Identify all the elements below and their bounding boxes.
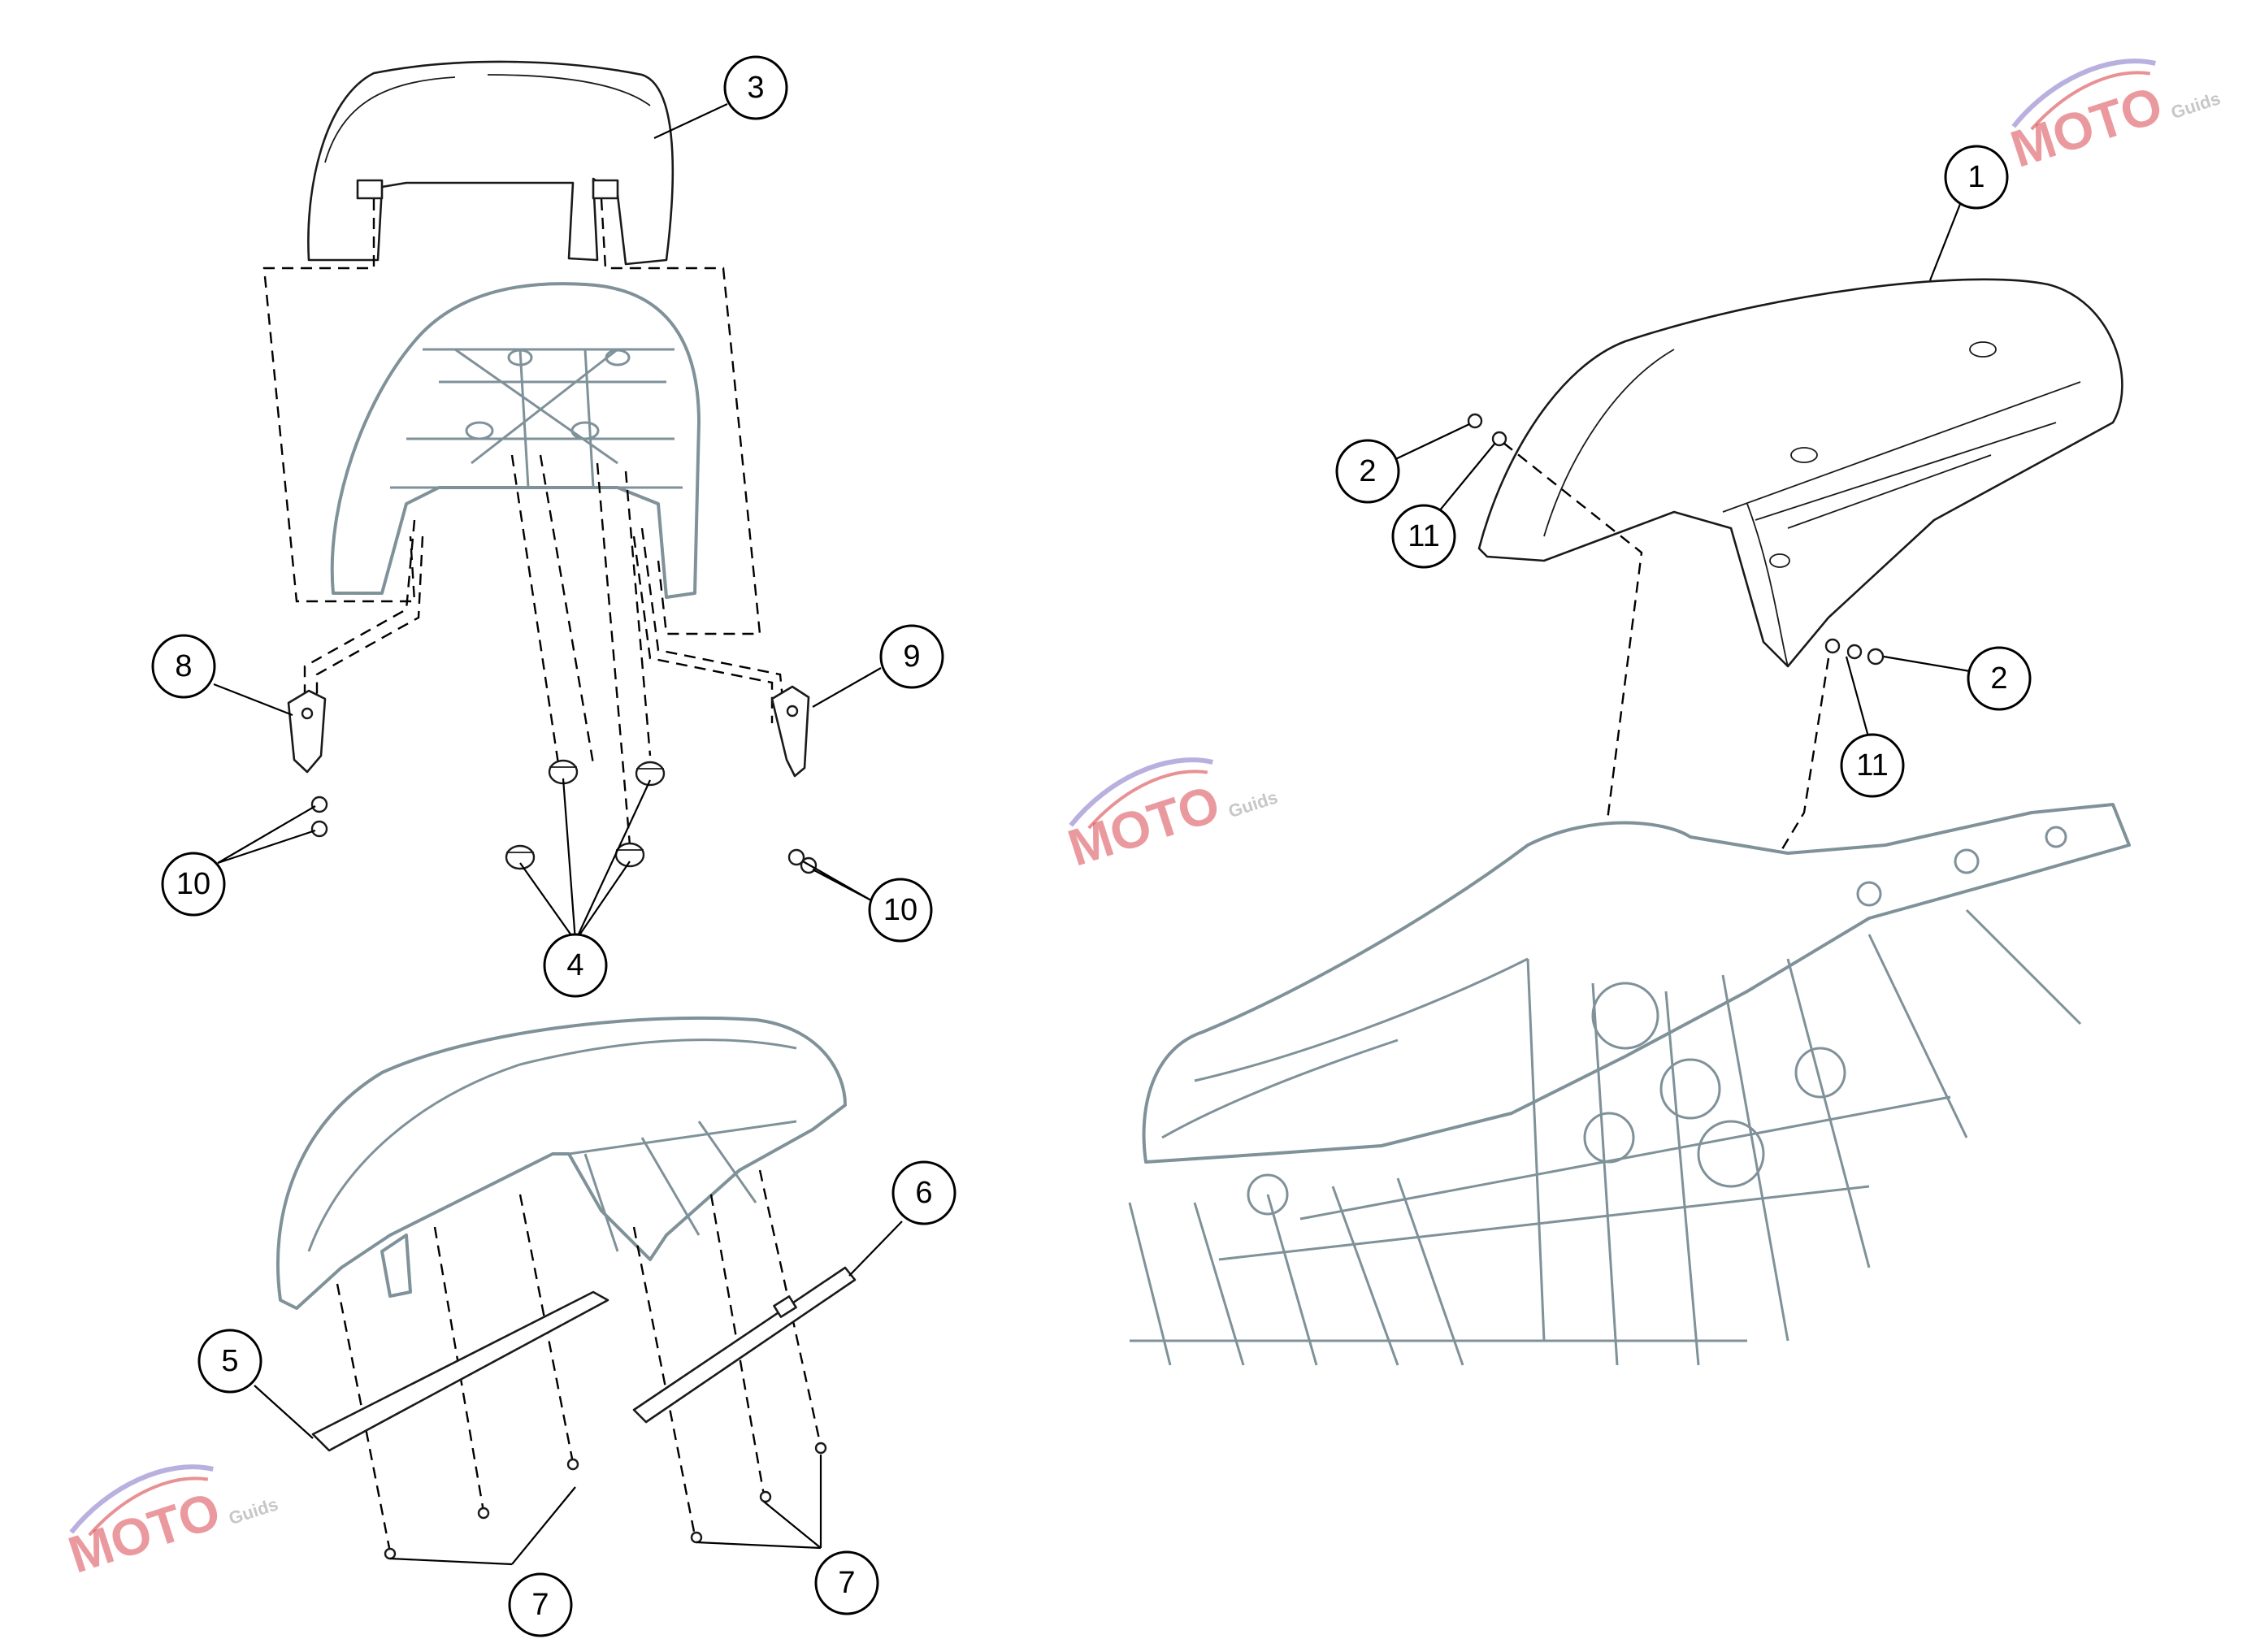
callout-number: 10 — [883, 893, 917, 927]
motorcycle-frame-gray — [1128, 803, 2131, 1366]
washers-bolts-parts-2-11 — [1467, 413, 1885, 666]
callout-6: 6 — [891, 1160, 956, 1225]
callout-4: 4 — [543, 933, 608, 998]
callout-number: 11 — [1856, 748, 1888, 783]
callout-number: 3 — [747, 71, 764, 105]
callout-2-right: 2 — [1967, 646, 2032, 711]
callout-number: 8 — [175, 649, 192, 683]
hinge-bracket-part-8 — [287, 689, 327, 774]
watermark-brand: MOTO — [2004, 75, 2170, 178]
callout-number: 10 — [176, 867, 210, 901]
callout-number: 6 — [915, 1176, 932, 1210]
callout-10-left: 10 — [161, 852, 226, 917]
callout-5: 5 — [197, 1329, 262, 1394]
grab-rail-part-3 — [307, 60, 675, 266]
callout-number: 11 — [1408, 519, 1439, 553]
watermark-sub: Guids — [2168, 88, 2223, 123]
callout-7-right: 7 — [814, 1550, 879, 1615]
trim-strip-part-6 — [632, 1266, 857, 1424]
watermark-logo-center: MOTO Guids — [1061, 757, 1280, 878]
leader-lines — [213, 103, 1971, 1566]
callout-number: 1 — [1967, 160, 1985, 194]
callout-number: 7 — [838, 1566, 855, 1600]
callout-number: 2 — [1359, 454, 1376, 488]
callout-11-right: 11 — [1840, 733, 1905, 798]
watermark-sub: Guids — [226, 1494, 280, 1528]
trim-strip-part-5 — [311, 1290, 609, 1452]
callout-11-left: 11 — [1391, 504, 1456, 569]
bolts-part-10 — [310, 796, 818, 874]
hinge-bracket-part-9 — [770, 685, 810, 778]
callout-7-left: 7 — [508, 1572, 573, 1637]
watermark-brand: MOTO — [1061, 774, 1227, 877]
callout-number: 4 — [566, 948, 583, 982]
watermark-logo-bottom-left: MOTO Guids — [62, 1464, 280, 1585]
callout-10-right: 10 — [868, 878, 933, 943]
callout-number: 9 — [903, 640, 920, 674]
rubber-mounts-part-4 — [505, 759, 666, 870]
callout-8: 8 — [151, 634, 216, 699]
alignment-lines-right — [1503, 442, 1830, 988]
callout-9: 9 — [879, 624, 944, 689]
callout-1: 1 — [1944, 145, 2009, 210]
seat-frame-gray — [330, 282, 701, 599]
watermark-sub: Guids — [1225, 787, 1280, 822]
callout-3: 3 — [723, 55, 788, 120]
watermark-brand: MOTO — [62, 1481, 228, 1584]
callout-2-left: 2 — [1335, 439, 1400, 504]
callout-number: 2 — [1990, 661, 2007, 696]
alignment-lines-lower-left — [336, 1169, 822, 1553]
callout-number: 7 — [531, 1588, 549, 1622]
screws-part-7 — [384, 1442, 827, 1560]
callout-number: 5 — [221, 1344, 238, 1378]
rider-seat-lower-left-gray — [276, 1016, 847, 1310]
watermark-logo-top-right: MOTO Guids — [2004, 59, 2223, 179]
seat-part-1 — [1477, 278, 2123, 668]
